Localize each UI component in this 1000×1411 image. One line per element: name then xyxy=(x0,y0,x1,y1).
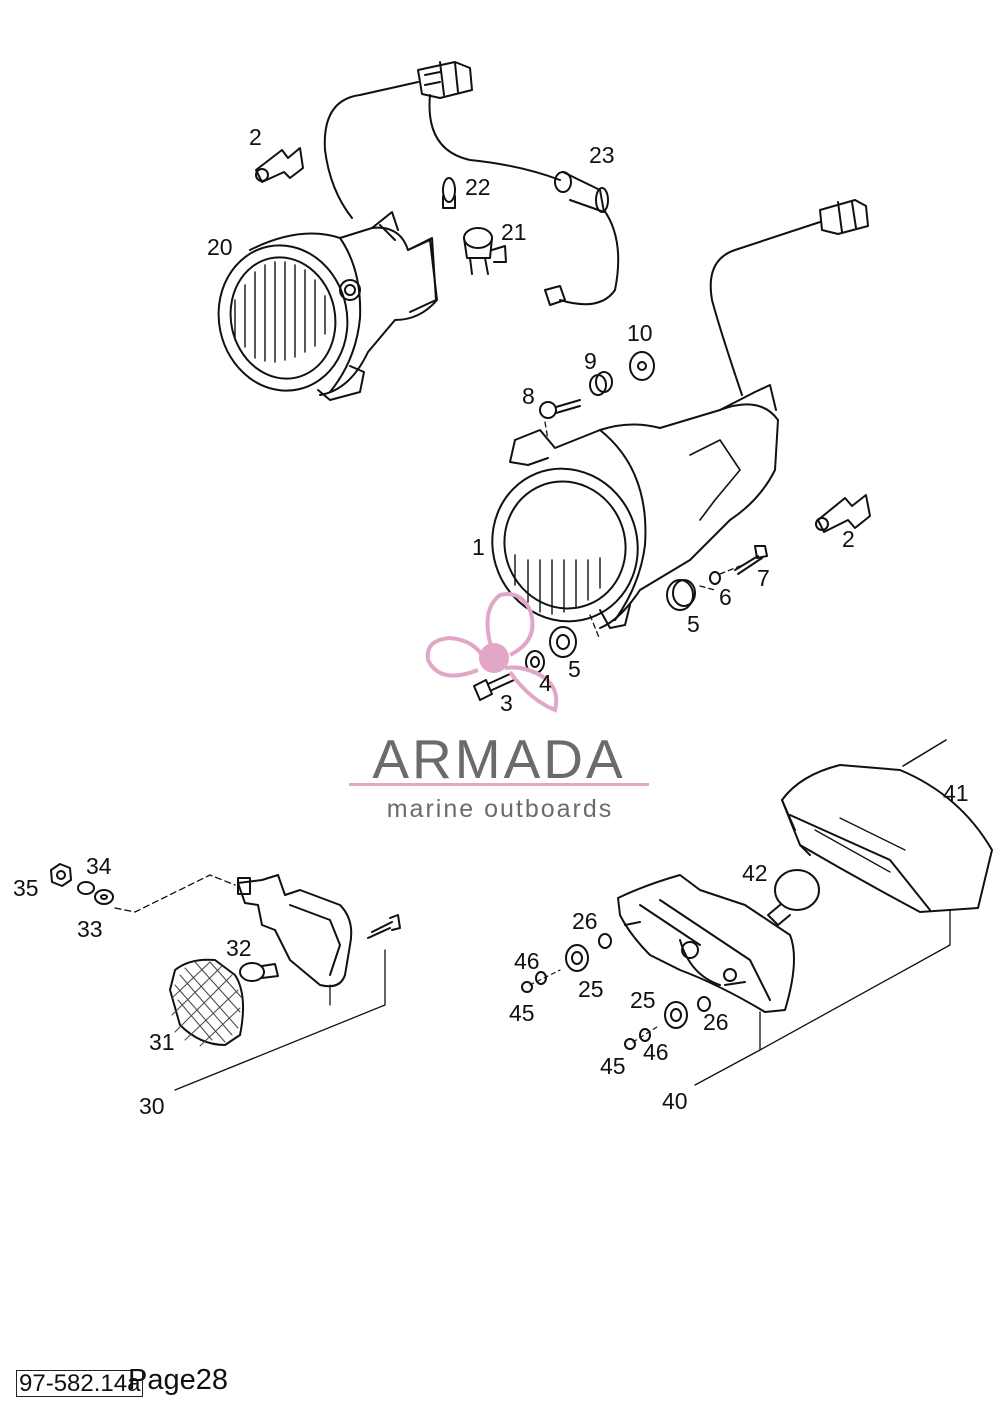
callout-label: 31 xyxy=(149,1029,175,1055)
callout-label: 4 xyxy=(539,670,552,696)
washer-34 xyxy=(77,881,95,895)
bulb-42 xyxy=(767,869,820,926)
callout-label: 30 xyxy=(139,1093,165,1119)
callout-label: 21 xyxy=(501,219,527,245)
watermark-subtitle: marine outboards xyxy=(386,795,614,823)
tail-cover-41 xyxy=(781,739,993,913)
bulb-2-left xyxy=(255,147,304,183)
lens-31 xyxy=(169,958,245,1047)
callout-label: 10 xyxy=(627,320,653,346)
callout-label: 46 xyxy=(514,948,540,974)
bush-26-upper xyxy=(598,933,612,949)
callout-label: 34 xyxy=(86,853,112,879)
bolt-7 xyxy=(734,545,768,575)
watermark-divider xyxy=(349,783,649,786)
callout-label: 25 xyxy=(578,976,604,1002)
nut-46-45-upper xyxy=(521,971,547,993)
rubber-5-lower xyxy=(549,626,577,658)
callout-label: 42 xyxy=(742,860,768,886)
page-number: Page28 xyxy=(128,1364,228,1396)
callout-label: 46 xyxy=(643,1039,669,1065)
connector-right xyxy=(819,199,869,235)
callout-label: 6 xyxy=(719,584,732,610)
bolt-8 xyxy=(539,399,581,419)
nut-10 xyxy=(629,351,655,381)
bulb-22 xyxy=(442,177,456,209)
bulb-2-right xyxy=(815,494,871,533)
drawing-number: 97-582.14a xyxy=(16,1370,144,1398)
callout-label: 45 xyxy=(600,1053,626,1079)
callout-label: 2 xyxy=(249,124,262,150)
bolt-3 xyxy=(473,673,515,701)
callout-label: 25 xyxy=(630,987,656,1013)
bulb-32 xyxy=(239,962,279,982)
connector-upper xyxy=(417,61,473,99)
callout-label: 3 xyxy=(500,690,513,716)
callout-label: 20 xyxy=(207,234,233,260)
callout-label: 1 xyxy=(472,534,485,560)
cable-23 xyxy=(428,94,561,181)
callout-label: 8 xyxy=(522,383,535,409)
callout-label: 2 xyxy=(842,526,855,552)
callout-label: 33 xyxy=(77,916,103,942)
washer-6 xyxy=(709,571,721,585)
callout-label: 7 xyxy=(757,565,770,591)
nut-35 xyxy=(50,863,72,887)
callout-label: 22 xyxy=(465,174,491,200)
headlight-20-drawing xyxy=(217,211,438,401)
callout-label: 26 xyxy=(703,1009,729,1035)
callout-label: 26 xyxy=(572,908,598,934)
callout-label: 9 xyxy=(584,348,597,374)
callout-label: 40 xyxy=(662,1088,688,1114)
rubber-5-right xyxy=(666,579,696,611)
callout-label: 45 xyxy=(509,1000,535,1026)
grommet-23 xyxy=(554,171,609,213)
headlight-1-drawing xyxy=(491,384,779,629)
rubber-25-upper xyxy=(565,944,589,972)
socket-21 xyxy=(463,227,507,275)
rubber-25-lower xyxy=(664,1001,688,1029)
bush-9 xyxy=(589,371,613,396)
callout-label: 35 xyxy=(13,875,39,901)
callout-label: 32 xyxy=(226,935,252,961)
watermark-title: ARMADA xyxy=(372,728,626,790)
armada-propeller-logo xyxy=(425,592,559,713)
washer-33 xyxy=(94,889,114,905)
callout-label: 5 xyxy=(568,656,581,682)
bush-26-lower xyxy=(697,996,711,1012)
cable-headlight-20 xyxy=(323,81,419,219)
tail-housing-40 xyxy=(617,874,795,1013)
callout-label: 5 xyxy=(687,611,700,637)
cable-headlight-1 xyxy=(709,221,821,396)
callout-label: 23 xyxy=(589,142,615,168)
callout-label: 41 xyxy=(943,780,969,806)
cable-23-end xyxy=(559,209,620,306)
nut-46-45-lower xyxy=(624,1028,651,1050)
indicator-30-drawing xyxy=(237,874,401,988)
